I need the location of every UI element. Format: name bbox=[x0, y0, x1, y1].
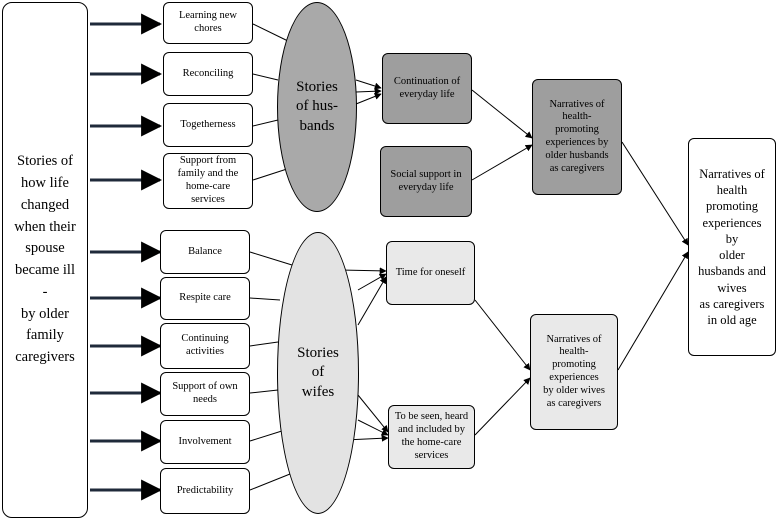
root-arrows bbox=[90, 13, 163, 501]
item-continuing-activities: Continuing activities bbox=[160, 323, 250, 369]
item-support-own-needs: Support of own needs bbox=[160, 372, 250, 416]
narrative-label: Narratives of health- promoting experien… bbox=[545, 98, 609, 174]
root-box: Stories of how life changed when their s… bbox=[2, 2, 88, 518]
final-label: Narratives of health promoting experienc… bbox=[698, 166, 766, 327]
item-label: Continuing activities bbox=[181, 333, 229, 357]
narrative-wives: Narratives of health- promoting experien… bbox=[530, 314, 618, 430]
item-predictability: Predictability bbox=[160, 468, 250, 514]
item-label: Respite care bbox=[179, 292, 231, 304]
item-lines bbox=[249, 23, 301, 491]
theme-seen-heard: To be seen, heard and included by the ho… bbox=[388, 405, 475, 469]
theme-social-support: Social support in everyday life bbox=[380, 146, 472, 217]
root-label: Stories of how life changed when their s… bbox=[14, 153, 76, 365]
item-balance: Balance bbox=[160, 230, 250, 274]
item-label: Predictability bbox=[176, 484, 234, 496]
theme-label: Continuation of everyday life bbox=[393, 75, 461, 100]
narrative-arrows bbox=[471, 89, 689, 436]
item-label: Reconciling bbox=[182, 67, 234, 79]
theme-label: Time for oneself bbox=[395, 266, 466, 278]
item-reconciling: Reconciling bbox=[163, 52, 253, 96]
item-togetherness: Togetherness bbox=[163, 103, 253, 147]
stories-wives-label: Stories of wifes bbox=[297, 344, 339, 400]
item-label: Togetherness bbox=[180, 118, 236, 130]
theme-label: Social support in everyday life bbox=[390, 168, 462, 193]
item-respite-care: Respite care bbox=[160, 277, 250, 320]
narrative-label: Narratives of health- promoting experien… bbox=[543, 333, 605, 409]
item-label: Support from family and the home-care se… bbox=[177, 155, 239, 205]
stories-husbands-label: Stories of hus- bands bbox=[295, 78, 339, 134]
narrative-husbands: Narratives of health- promoting experien… bbox=[532, 79, 622, 195]
item-support-family: Support from family and the home-care se… bbox=[163, 153, 253, 209]
theme-arrows bbox=[339, 79, 389, 442]
item-label: Involvement bbox=[178, 435, 232, 447]
item-involvement: Involvement bbox=[160, 420, 250, 464]
theme-time-for-oneself: Time for oneself bbox=[386, 241, 475, 305]
stories-wives-ellipse: Stories of wifes bbox=[277, 232, 359, 514]
item-label: Support of own needs bbox=[172, 381, 238, 405]
item-label: Learning new chores bbox=[178, 10, 238, 34]
item-label: Balance bbox=[188, 245, 222, 257]
stories-husbands-ellipse: Stories of hus- bands bbox=[277, 2, 357, 212]
item-learning-new-chores: Learning new chores bbox=[163, 2, 253, 44]
final-narrative-box: Narratives of health promoting experienc… bbox=[688, 138, 776, 356]
theme-label: To be seen, heard and included by the ho… bbox=[394, 411, 469, 461]
theme-continuation: Continuation of everyday life bbox=[382, 53, 472, 124]
